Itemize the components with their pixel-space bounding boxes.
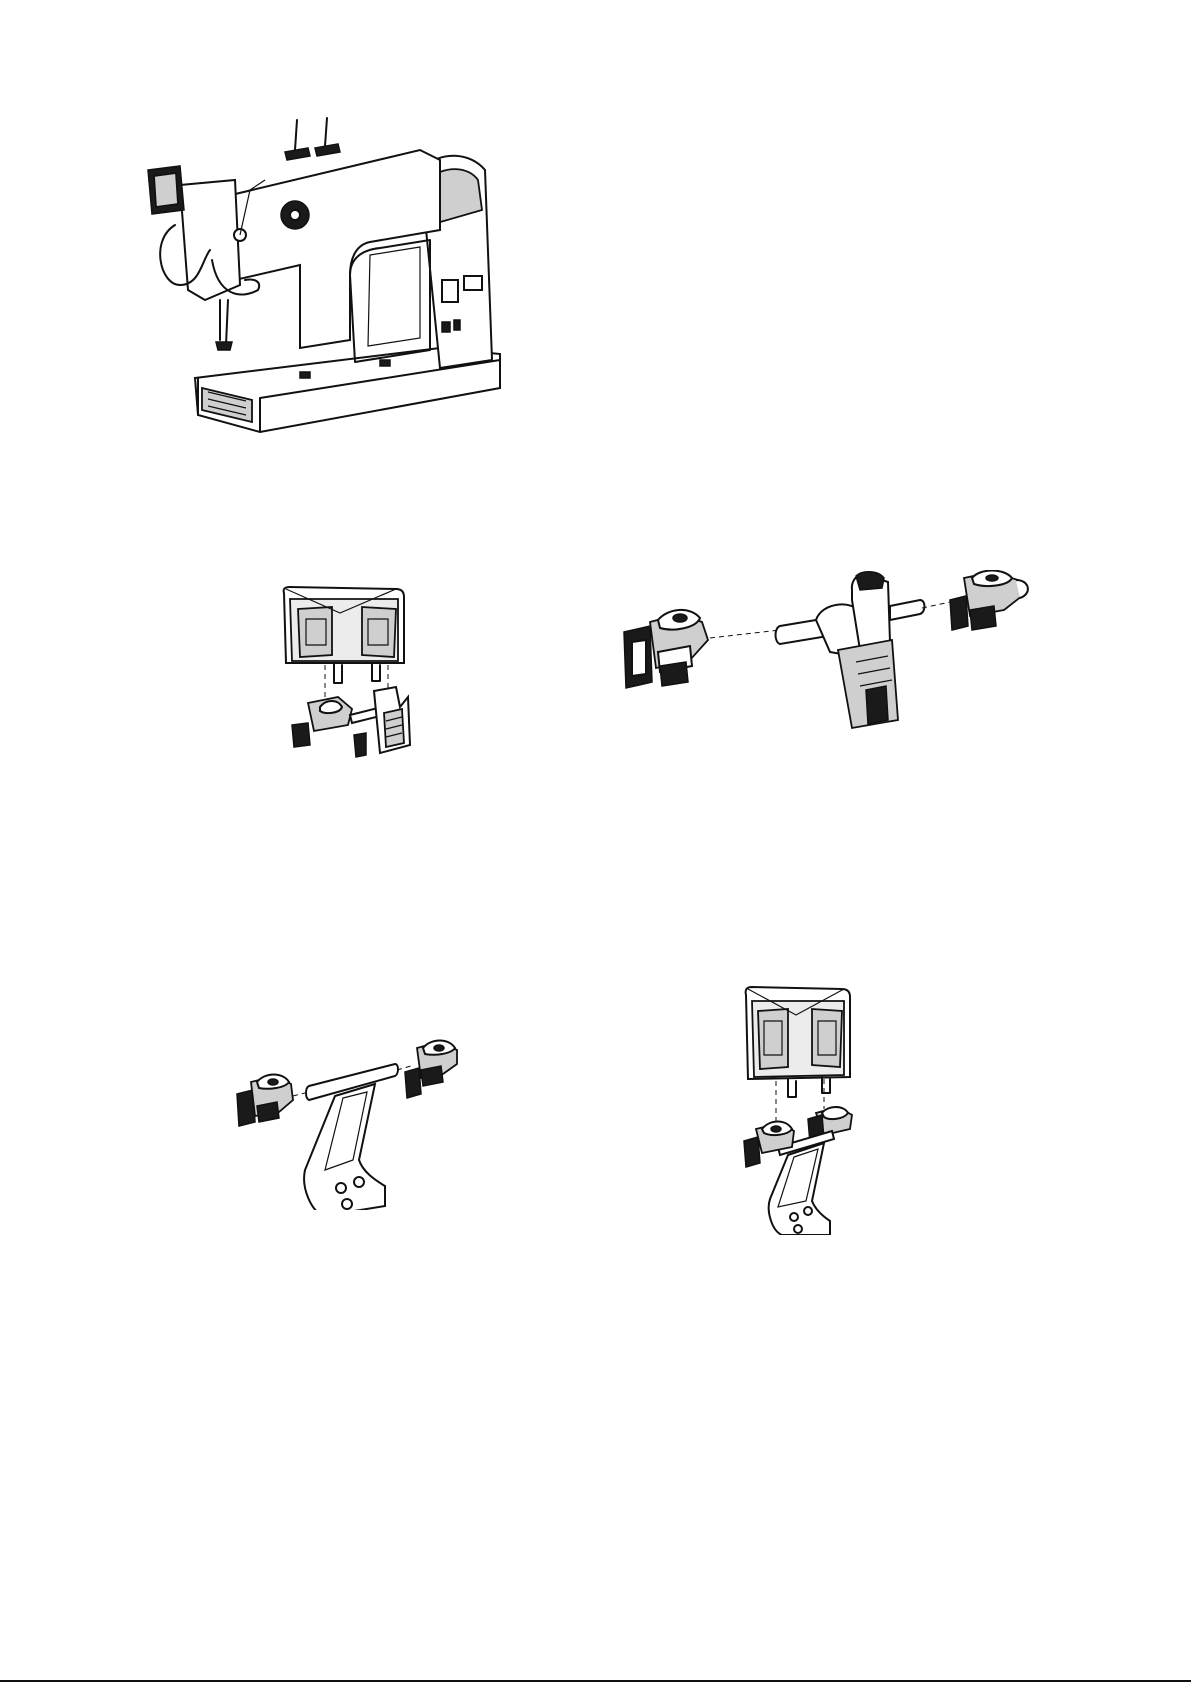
- mount-clamps-and-rod-exploded-illustration: [620, 570, 1040, 740]
- tablet-mount-assembly-illustration: [280, 585, 440, 785]
- bracket-and-clamps-exploded-illustration: [235, 1020, 475, 1210]
- tablet-on-bracket-assembly-illustration: [742, 985, 872, 1235]
- sewing-machine-illustration: [140, 110, 510, 450]
- page-bottom-rule: [0, 1680, 1191, 1682]
